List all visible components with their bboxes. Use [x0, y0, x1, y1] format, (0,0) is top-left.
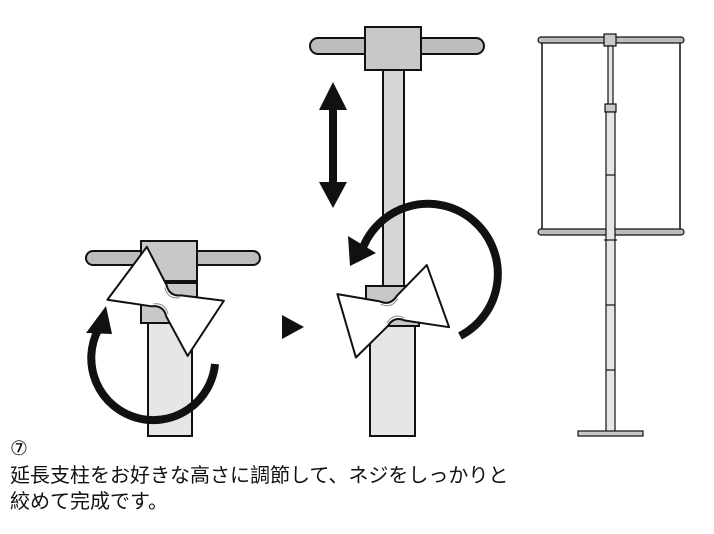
middle-stand-detail — [309, 26, 502, 437]
extension-pole — [382, 67, 405, 291]
stand-base — [577, 430, 644, 437]
rotate-arrow-icon — [86, 306, 219, 425]
instruction-line-2: 絞めて完成です。 — [10, 489, 168, 513]
completed-banner-stand — [537, 33, 685, 437]
left-stand-detail — [85, 240, 261, 437]
top-clamp-mid — [364, 26, 422, 71]
upper-thin-pole — [607, 45, 614, 107]
rotate-arrow-icon — [348, 199, 502, 340]
wing-screw-icon — [336, 264, 451, 359]
double-arrow-vertical-icon — [319, 82, 347, 208]
instruction-text: 延長支柱をお好きな高さに調節して、ネジをしっかりと 絞めて完成です。 — [10, 462, 670, 514]
instruction-line-1: 延長支柱をお好きな高さに調節して、ネジをしっかりと — [10, 463, 509, 487]
assembly-diagram — [85, 26, 685, 437]
triangle-right-icon — [282, 315, 304, 339]
top-connector — [603, 33, 617, 47]
pole-joint — [604, 103, 617, 113]
main-pole — [605, 111, 616, 435]
wing-screw-icon — [106, 245, 225, 357]
step-number: ⑦ — [10, 436, 28, 460]
